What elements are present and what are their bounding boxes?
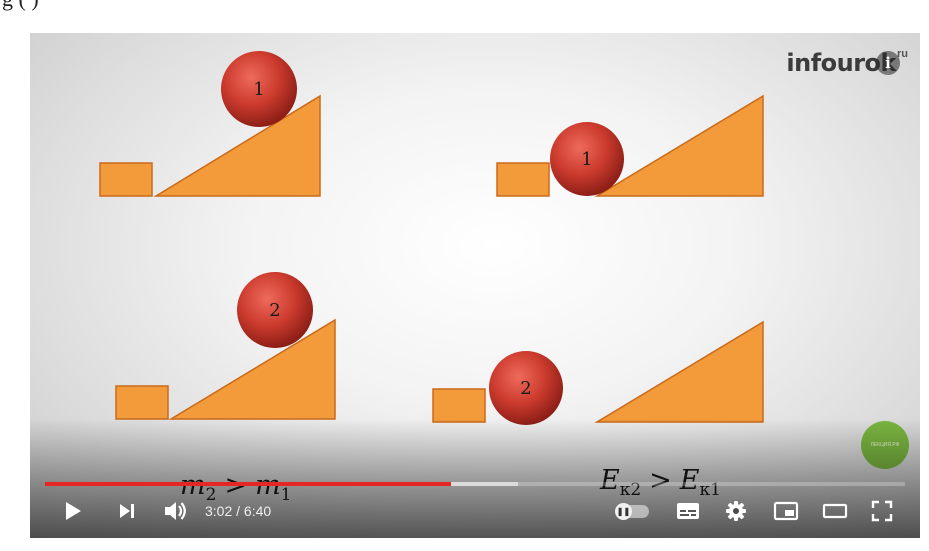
- volume-icon: [163, 500, 189, 522]
- ball-label-bottom-left: 2: [269, 300, 280, 321]
- miniplayer-button[interactable]: [770, 491, 802, 531]
- video-player[interactable]: 1 1 2 2 infourok ru i ЛЕКЦИЯ.РФ m2>m1 Eк…: [30, 33, 920, 538]
- info-button[interactable]: i: [876, 51, 900, 75]
- player-controls: 3:02 / 6:40 ❚❚: [30, 491, 920, 531]
- page-header-text: g ( ): [0, 0, 929, 12]
- time-display: 3:02 / 6:40: [205, 491, 271, 531]
- video-frame: 1 1 2 2: [30, 33, 920, 538]
- play-icon: [63, 500, 83, 522]
- miniplayer-icon: [773, 501, 799, 521]
- incline-top-right: [597, 96, 763, 196]
- progress-bar[interactable]: [45, 482, 905, 486]
- theater-icon: [822, 501, 848, 521]
- ball-label-top-right: 1: [581, 149, 592, 170]
- theater-button[interactable]: [819, 491, 851, 531]
- volume-button[interactable]: [160, 491, 192, 531]
- next-icon: [117, 501, 137, 521]
- fullscreen-button[interactable]: [866, 491, 898, 531]
- next-button[interactable]: [112, 491, 142, 531]
- fullscreen-icon: [871, 500, 893, 522]
- progress-played: [45, 482, 451, 486]
- lecture-badge: ЛЕКЦИЯ.РФ: [861, 421, 909, 469]
- pause-icon: ❚❚: [615, 503, 632, 520]
- subtitles-button[interactable]: [673, 491, 703, 531]
- play-button[interactable]: [58, 491, 88, 531]
- settings-button[interactable]: [721, 491, 751, 531]
- gear-icon: [725, 500, 747, 522]
- subtitles-icon: [676, 501, 700, 521]
- block-top-left: [100, 163, 152, 196]
- ball-label-bottom-right: 2: [520, 378, 531, 399]
- block-bottom-left: [116, 386, 168, 419]
- block-bottom-right: [433, 389, 485, 422]
- autoplay-toggle[interactable]: ❚❚: [617, 505, 649, 518]
- block-top-right: [497, 163, 549, 196]
- ball-label-top-left: 1: [253, 79, 264, 100]
- incline-bottom-right: [597, 322, 763, 422]
